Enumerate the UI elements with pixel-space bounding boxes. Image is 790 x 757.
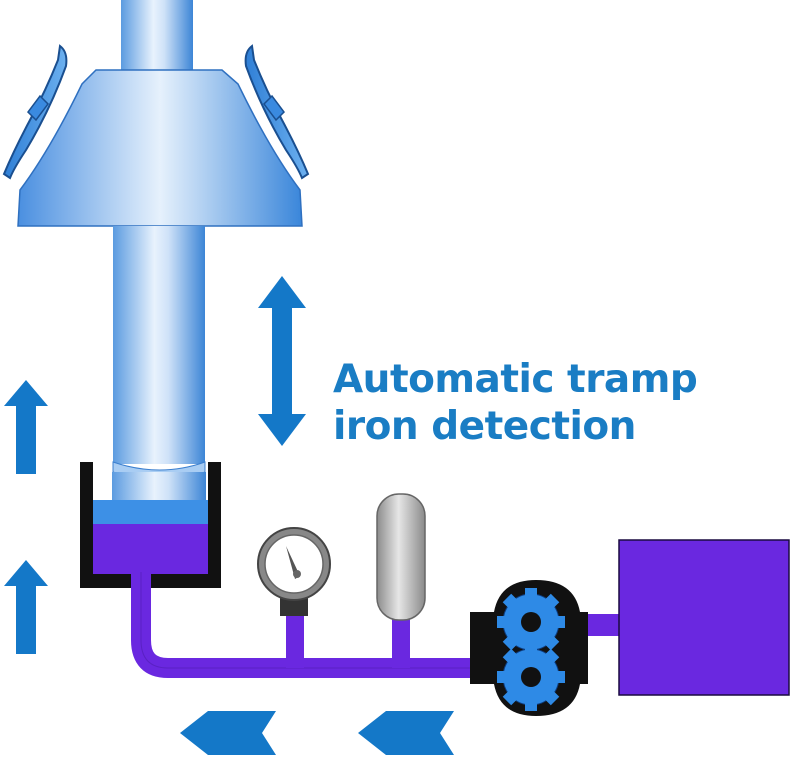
gauge-branch-pipe: [286, 612, 304, 668]
pressure-gauge-icon: [257, 527, 331, 616]
oil-pipe-outline: [140, 572, 478, 669]
caption-line-1: Automatic tramp: [333, 357, 698, 402]
motor-block-icon: [618, 539, 790, 696]
hydraulic-cylinder: [80, 462, 221, 588]
oil-pipe: [131, 572, 478, 678]
arrow-left-icon: [180, 711, 276, 755]
accumulator-branch-pipe: [392, 612, 410, 668]
main-shaft-lower: [113, 226, 205, 464]
double-arrow-up-down-icon: [258, 276, 306, 446]
crushing-mantle: [17, 69, 303, 227]
left-concave-liner: [2, 44, 68, 180]
arrow-up-icon: [4, 560, 48, 654]
gear-pump-icon: [470, 580, 588, 716]
tramp-iron-caption: Automatic tramp iron detection: [333, 356, 753, 450]
motor-coupling-pipe: [584, 614, 620, 636]
arrow-up-icon: [4, 380, 48, 474]
caption-line-2: iron detection: [333, 404, 636, 449]
accumulator-icon: [376, 493, 426, 621]
main-shaft-top: [121, 0, 193, 72]
arrow-left-icon: [358, 711, 454, 755]
right-concave-liner: [244, 44, 310, 180]
